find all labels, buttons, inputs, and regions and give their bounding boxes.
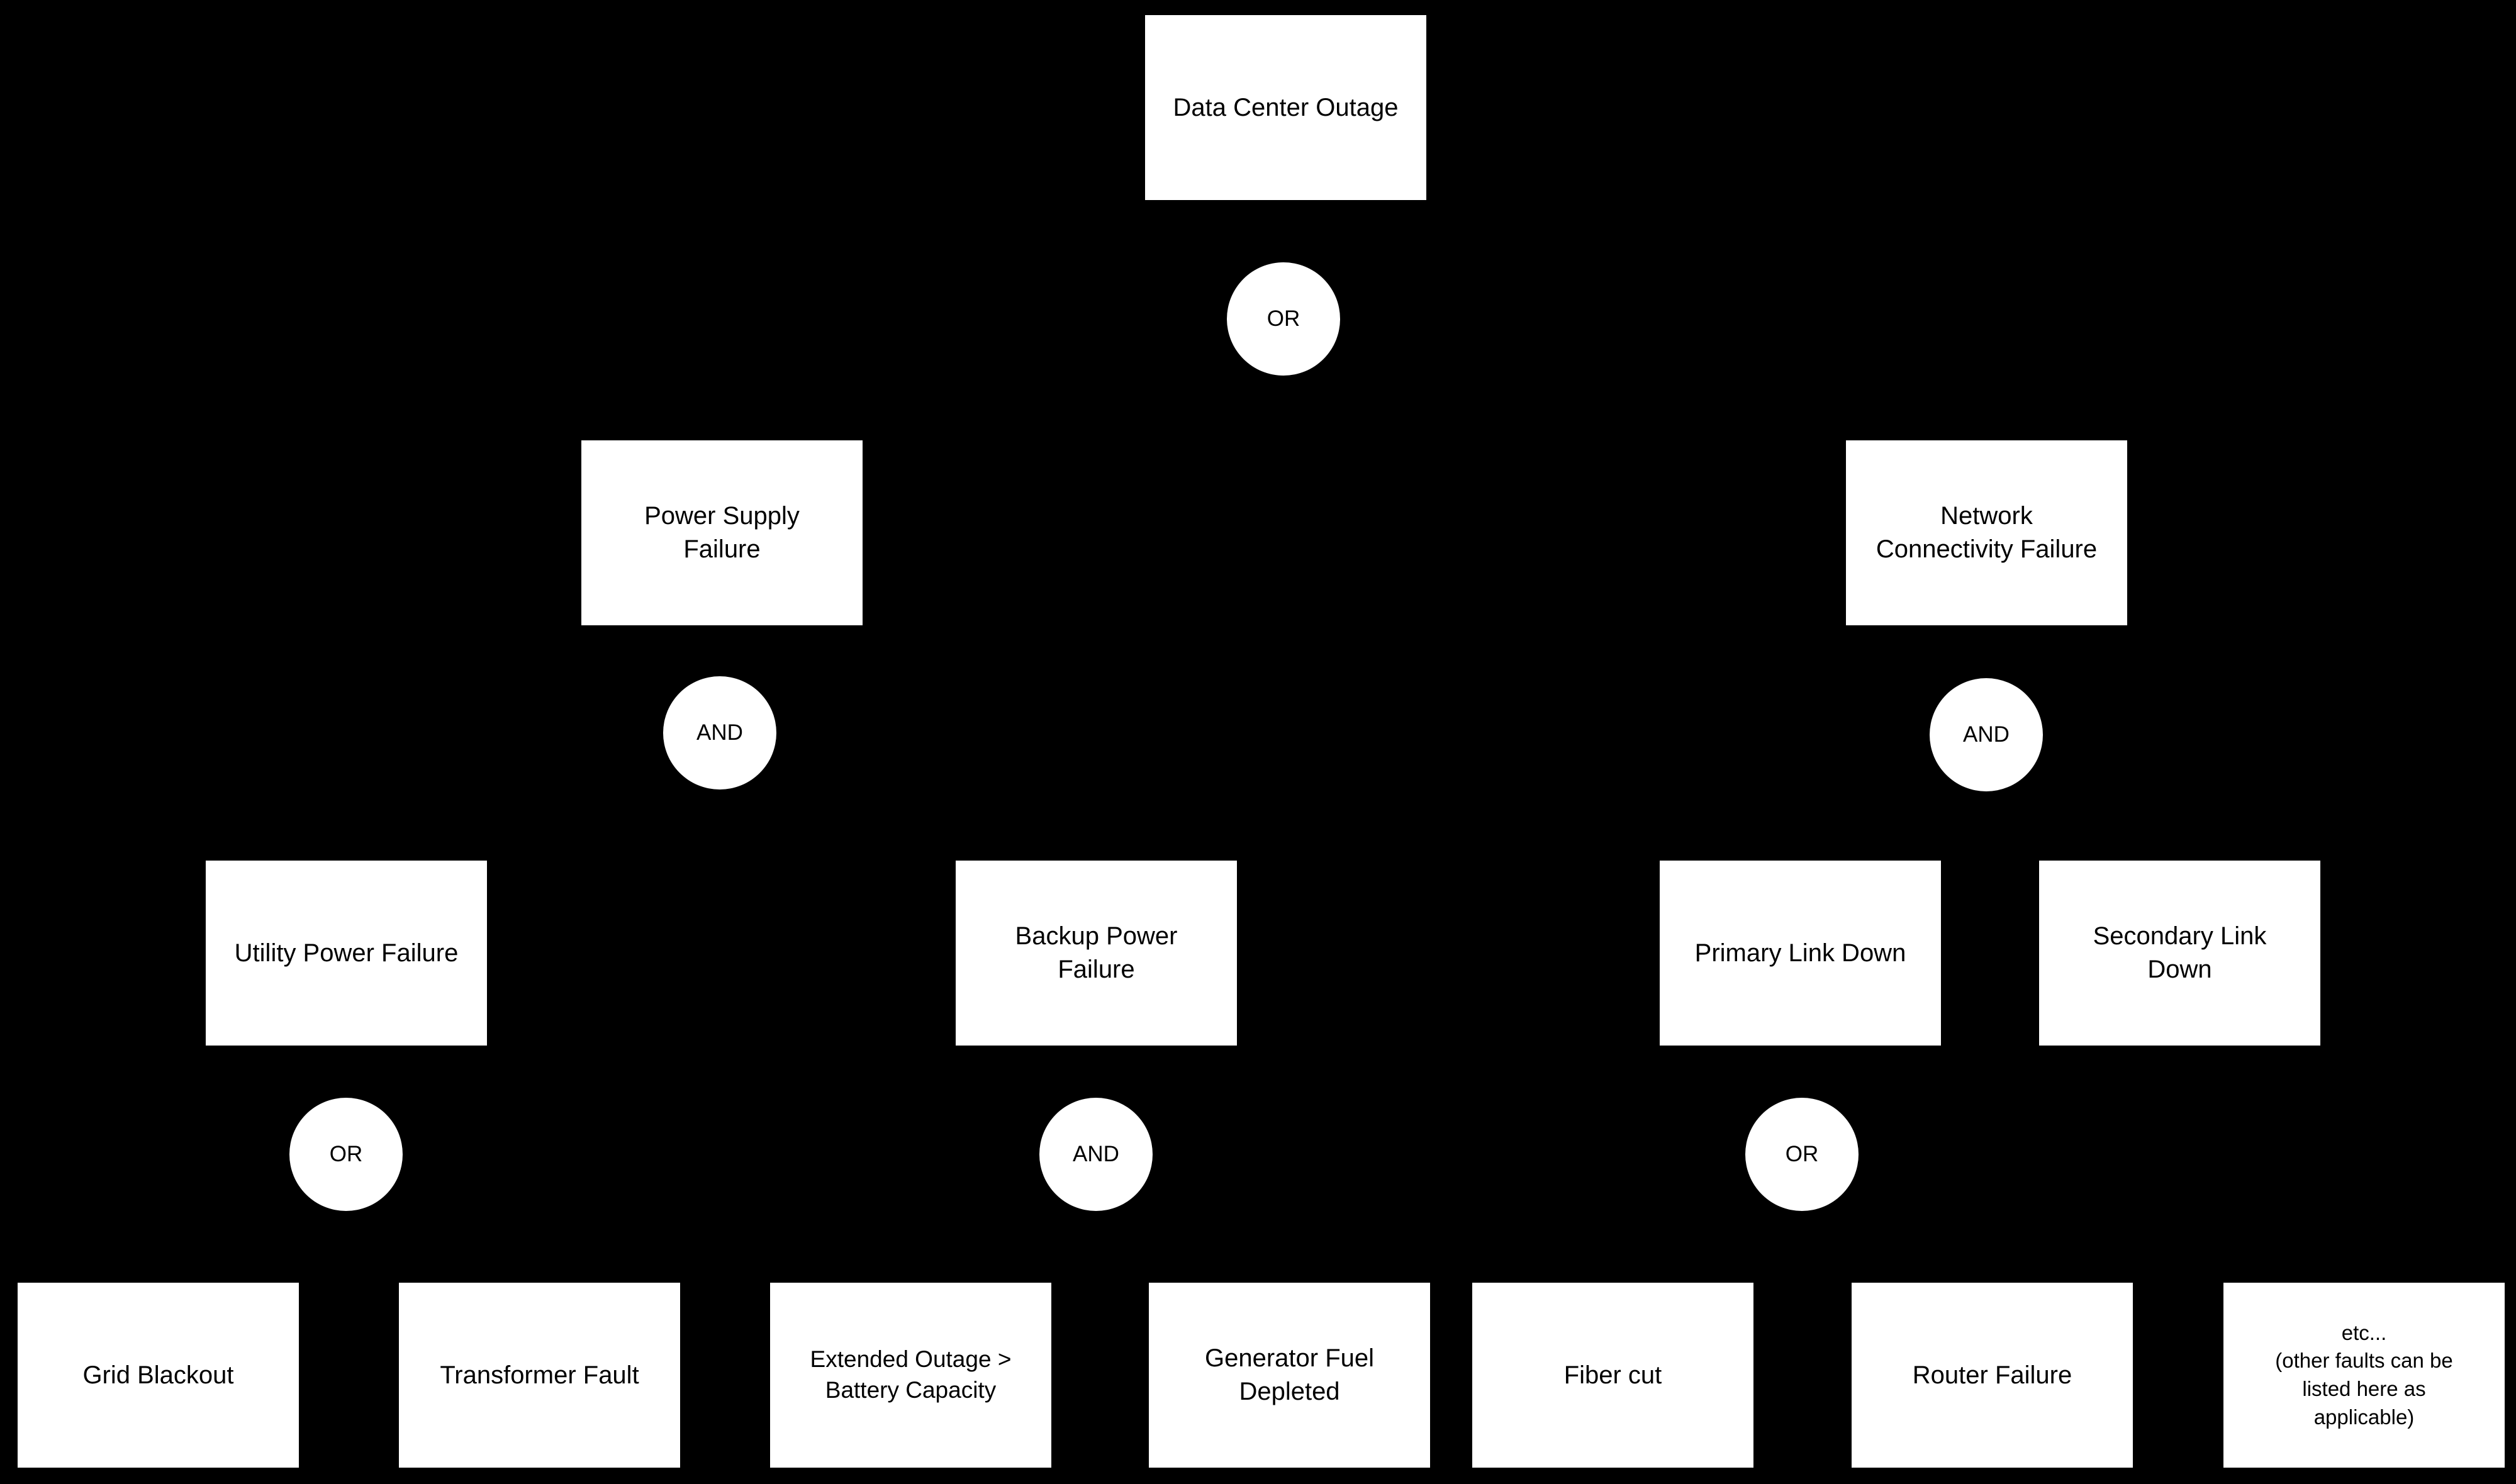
node-fiber-cut: Fiber cut	[1472, 1283, 1753, 1468]
node-etc-placeholder: etc... (other faults can be listed here …	[2223, 1283, 2505, 1468]
node-generator-fuel-depleted: Generator Fuel Depleted	[1149, 1283, 1430, 1468]
gate-or-under-root: OR	[1227, 262, 1340, 376]
node-network-connectivity-failure: Network Connectivity Failure	[1846, 440, 2127, 625]
gate-or-under-utility: OR	[289, 1098, 403, 1211]
gate-or-under-primary: OR	[1745, 1098, 1859, 1211]
gate-and-under-power-supply: AND	[663, 676, 776, 789]
node-backup-power-failure: Backup Power Failure	[956, 861, 1237, 1046]
node-power-supply-failure: Power Supply Failure	[581, 440, 863, 625]
node-primary-link-down: Primary Link Down	[1660, 861, 1941, 1046]
node-utility-power-failure: Utility Power Failure	[206, 861, 487, 1046]
gate-and-under-backup: AND	[1039, 1098, 1153, 1211]
node-router-failure: Router Failure	[1852, 1283, 2133, 1468]
node-grid-blackout: Grid Blackout	[18, 1283, 299, 1468]
node-data-center-outage: Data Center Outage	[1145, 15, 1426, 200]
gate-and-under-network: AND	[1930, 678, 2043, 791]
node-transformer-fault: Transformer Fault	[399, 1283, 680, 1468]
node-secondary-link-down: Secondary Link Down	[2039, 861, 2320, 1046]
node-extended-outage-exceeds-battery: Extended Outage > Battery Capacity	[770, 1283, 1051, 1468]
